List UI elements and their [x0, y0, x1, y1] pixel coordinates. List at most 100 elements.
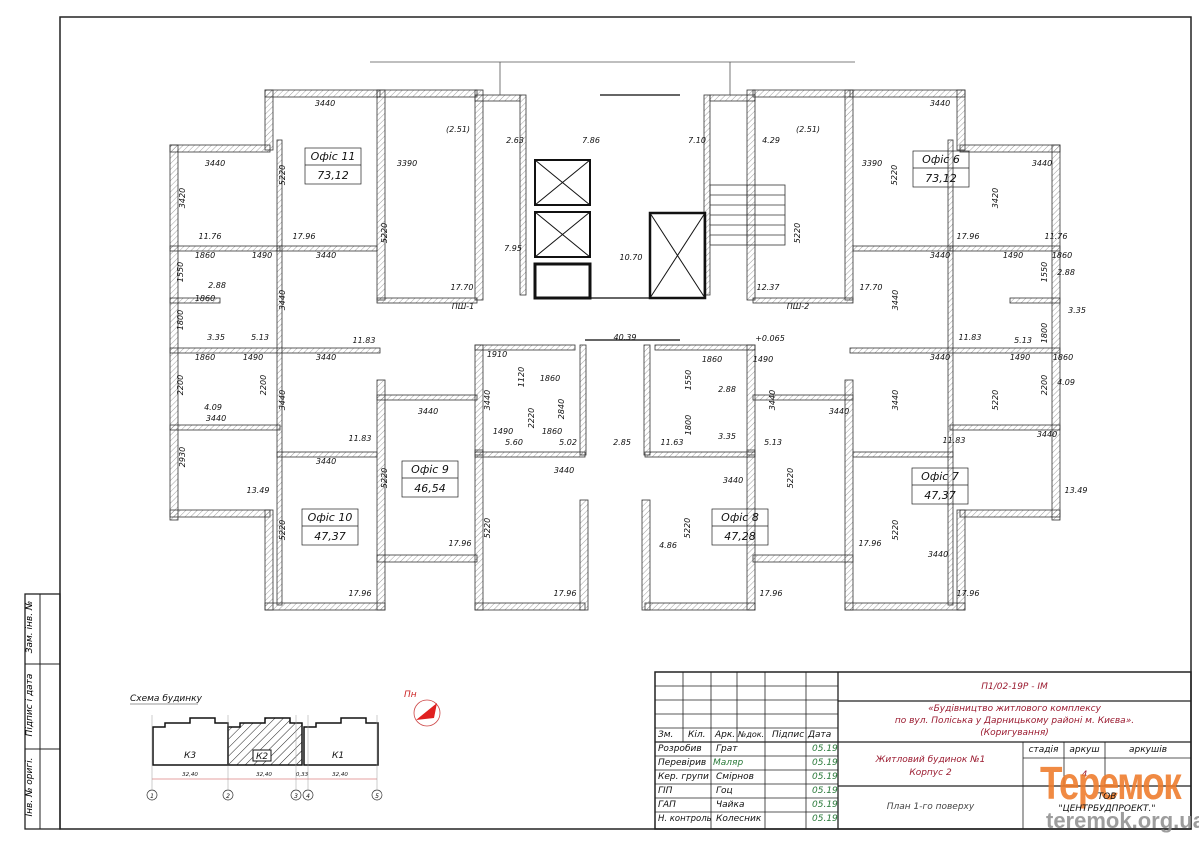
row-role: Перевірив	[658, 758, 707, 768]
dimension-label: 3440	[930, 99, 950, 108]
dimension-label: 2220	[527, 408, 536, 428]
wall	[644, 602, 756, 611]
dimension-label: 5220	[890, 165, 899, 185]
dimension-label: 13.49	[247, 486, 270, 495]
wall	[264, 509, 274, 611]
row-name: Маляр	[713, 758, 744, 768]
dimension-label: 2200	[176, 375, 185, 395]
wall	[169, 297, 221, 304]
dimension-label: 3440	[278, 290, 287, 310]
dimension-label: 3440	[316, 353, 336, 362]
north-label: Пн	[404, 690, 417, 700]
dimension-label: 3390	[397, 159, 417, 168]
wall	[264, 89, 381, 98]
sheets-total-header: аркушів	[1128, 745, 1168, 755]
dimension-label: 5.13	[251, 333, 269, 342]
wall	[959, 509, 1061, 518]
dimension-label: 3440	[928, 550, 948, 559]
dimension-label: 5.13	[1014, 336, 1032, 345]
dimension-label: 17.96	[760, 589, 783, 598]
dimension-label: 7.86	[582, 136, 600, 145]
dimension-label: 3440	[278, 390, 287, 410]
dimension-label: 17.96	[554, 589, 577, 598]
dimension-label: 4.09	[204, 403, 222, 412]
dimension-label: 17.96	[859, 539, 882, 548]
dimension-label: 2.63	[506, 136, 524, 145]
title-block-grid	[654, 671, 1192, 830]
dimension-label: 5220	[278, 165, 287, 185]
axis-label: 2	[226, 793, 230, 800]
project-line-2: по вул. Поліська у Дарницькому районі м.…	[894, 716, 1135, 726]
axis-marker	[302, 789, 314, 801]
dimension-label: 3440	[891, 290, 900, 310]
dimension-label: 3440	[768, 390, 777, 410]
wall	[641, 499, 651, 611]
wall	[376, 394, 478, 401]
wall	[169, 424, 281, 431]
dimension-label: 3.35	[207, 333, 225, 342]
dimension-label: 1860	[542, 427, 562, 436]
elevator-stair-core	[533, 159, 786, 300]
dimension-label: 11.83	[349, 434, 372, 443]
dimension-label: 5.02	[559, 438, 577, 447]
wall	[844, 379, 854, 611]
axis-marker	[290, 789, 302, 801]
wall	[1009, 297, 1061, 304]
row-role: ГАП	[658, 800, 676, 810]
header-kil: Кіл.	[688, 730, 706, 740]
dimension-label: 3440	[483, 390, 492, 410]
dimension-label: +0.065	[755, 334, 785, 343]
office-area: 47,28	[724, 530, 756, 543]
project-line-3: (Коригування)	[980, 728, 1049, 738]
dimension-label: 3440	[205, 159, 225, 168]
dimension-label: 5220	[891, 520, 900, 540]
dimension-label: 11.76	[1045, 232, 1068, 241]
dimension-label: 1800	[1040, 323, 1049, 343]
stamp-replaced-inv: Зам. інв. №	[25, 600, 35, 654]
stage-header: стадія	[1028, 745, 1059, 755]
dimension-label: 1860	[195, 294, 215, 303]
side-stamp	[24, 593, 61, 830]
dimension-label: (2.51)	[446, 125, 470, 134]
dimension-label: 5220	[786, 468, 795, 488]
dimension-label: 1860	[702, 355, 722, 364]
wall	[752, 297, 854, 304]
dimension-label: 5220	[278, 520, 287, 540]
wall	[956, 89, 966, 151]
dimension-label: 11.76	[199, 232, 222, 241]
office-name: Офіс 6	[922, 153, 960, 166]
wall	[169, 509, 271, 518]
office-area: 47,37	[314, 530, 346, 543]
wall	[654, 344, 756, 351]
company-line-1: ТОВ	[1097, 792, 1117, 802]
header-ark: Арк.	[715, 730, 736, 740]
office-name: Офіс 7	[921, 470, 959, 483]
row-name: Колесник	[716, 814, 762, 824]
dimension-label: 2930	[178, 447, 187, 467]
dimension-label: 3440	[316, 457, 336, 466]
wall	[752, 554, 854, 563]
dimension-label: 3440	[829, 407, 849, 416]
wall	[376, 554, 478, 563]
axis-marker	[222, 789, 234, 801]
dim: 32,40	[182, 772, 198, 778]
row-name: Грат	[716, 744, 738, 754]
north-arrow-icon	[413, 699, 441, 727]
dimension-label: 3420	[178, 188, 187, 208]
office-area: 47,37	[924, 489, 956, 502]
office-area: 73,12	[925, 172, 957, 185]
office-name: Офіс 9	[411, 463, 449, 476]
dimension-label: (2.51)	[796, 125, 820, 134]
row-date: 05.19	[812, 772, 838, 782]
dimension-label: 12.37	[757, 283, 781, 292]
row-name: Гоц	[716, 786, 733, 796]
wall	[264, 89, 274, 151]
wall	[376, 297, 478, 304]
axis-marker	[146, 789, 158, 801]
sheet-title: План 1-го поверху	[886, 802, 975, 812]
dimension-label: 3440	[554, 466, 574, 475]
wall	[844, 89, 854, 301]
sheet-header: аркуш	[1069, 745, 1100, 755]
row-role: ГІП	[658, 786, 673, 796]
